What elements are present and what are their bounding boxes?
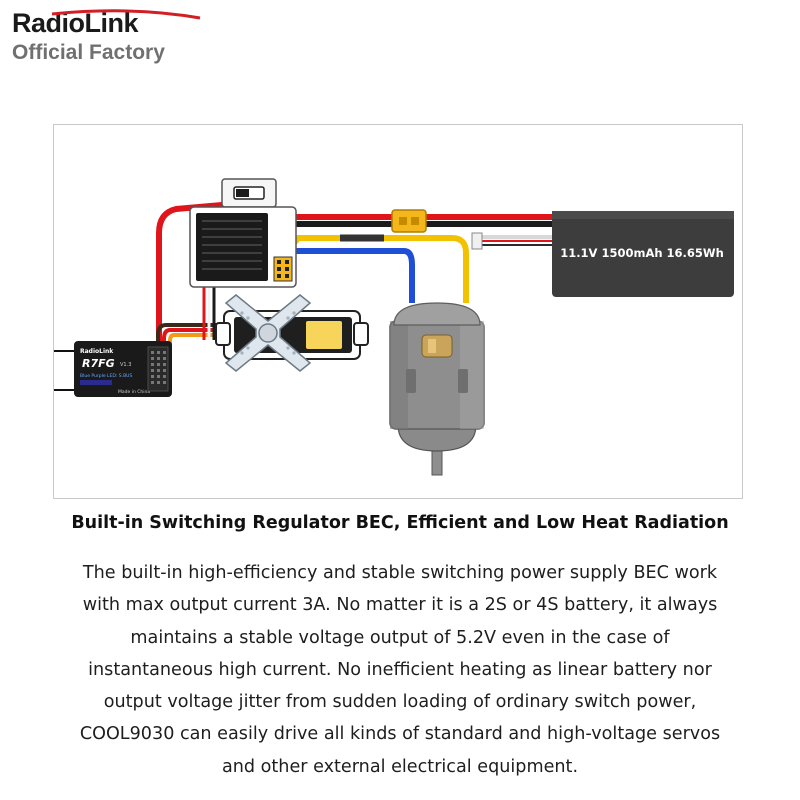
paragraph-line: with max output current 3A. No matter it… bbox=[82, 595, 718, 616]
logo-swoosh-icon bbox=[51, 9, 201, 20]
dc-motor bbox=[389, 302, 485, 476]
battery-label: 11.1V 1500mAh 16.65Wh bbox=[560, 246, 724, 260]
servo-wire-orange bbox=[168, 333, 224, 347]
description-paragraph: The built-in high-efficiency and stable … bbox=[30, 557, 770, 783]
esc-unit bbox=[189, 206, 297, 288]
paragraph-line: maintains a stable voltage output of 5.2… bbox=[130, 627, 670, 648]
esc-switch bbox=[221, 178, 277, 208]
paragraph-line: COOL9030 can easily drive all kinds of s… bbox=[79, 724, 721, 745]
servo bbox=[215, 294, 369, 372]
receiver-model: R7FG bbox=[82, 357, 115, 370]
paragraph-line: instantaneous high current. No inefficie… bbox=[88, 659, 712, 680]
paragraph-line: The built-in high-efficiency and stable … bbox=[82, 563, 718, 583]
xt60-connector bbox=[391, 209, 427, 233]
blue-wire-motor bbox=[268, 248, 415, 303]
receiver-r7fg: RadioLink R7FG V1.3 Blue Purple LED: S.B… bbox=[54, 341, 172, 397]
servo-wire-brown bbox=[156, 323, 224, 347]
brand-header: RadioLink Official Factory bbox=[12, 8, 201, 65]
radiolink-logo: RadioLink bbox=[12, 8, 201, 39]
paragraph-line: and other external electrical equipment. bbox=[221, 756, 579, 777]
receiver-led: Blue Purple LED: S.BUS bbox=[80, 373, 132, 379]
servo-wire-red bbox=[162, 328, 224, 347]
brand-subtitle: Official Factory bbox=[12, 41, 165, 64]
section-headline: Built-in Switching Regulator BEC, Effici… bbox=[71, 513, 729, 533]
paragraph-line: output voltage jitter from sudden loadin… bbox=[103, 692, 697, 713]
wiring-diagram-svg: 11.1V 1500mAh 16.65Wh RadioLink R7FG V1.… bbox=[54, 125, 742, 498]
receiver-brand: RadioLink bbox=[80, 348, 114, 355]
receiver-made-in: Made in China bbox=[118, 389, 150, 395]
wiring-diagram: 11.1V 1500mAh 16.65Wh RadioLink R7FG V1.… bbox=[53, 124, 743, 499]
red-wire-receiver bbox=[156, 202, 223, 347]
battery-pack: 11.1V 1500mAh 16.65Wh bbox=[552, 211, 734, 297]
receiver-version: V1.3 bbox=[120, 362, 131, 368]
